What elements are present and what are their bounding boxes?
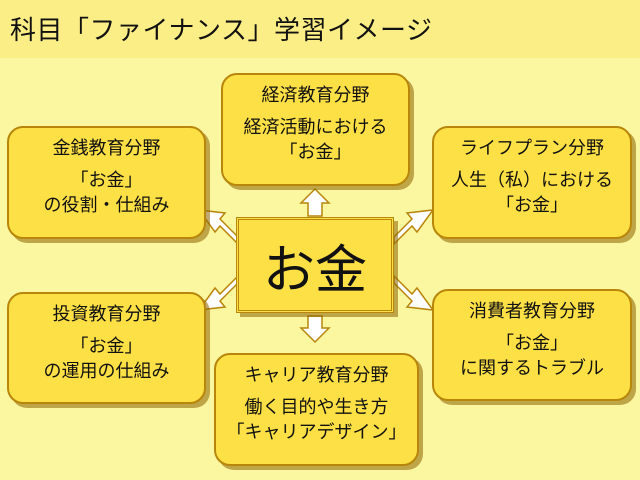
node-desc-line: に関するトラブル — [460, 358, 604, 379]
node-career: キャリア教育分野 働く目的や生き方 「キャリアデザイン」 — [214, 353, 419, 466]
node-desc-line: 経済活動における — [243, 117, 388, 138]
node-area: ライフプラン分野 — [460, 138, 604, 159]
node-economics: 経済教育分野 経済活動における 「お金」 — [221, 73, 410, 186]
node-desc-line: 「お金」 — [496, 195, 568, 216]
node-desc-line: 「お金」 — [70, 336, 143, 357]
node-desc-line: の運用の仕組み — [43, 361, 170, 382]
node-area: キャリア教育分野 — [244, 365, 389, 386]
node-area: 消費者教育分野 — [469, 301, 595, 322]
node-desc-line: 働く目的や生き方 — [244, 397, 389, 418]
arrow-down — [299, 315, 331, 344]
arrow-upper-right — [393, 209, 435, 246]
node-consumer: 消費者教育分野 「お金」 に関するトラブル — [432, 289, 632, 401]
node-life-plan: ライフプラン分野 人生（私）における 「お金」 — [432, 126, 632, 239]
center-box: お金 — [236, 217, 394, 313]
arrow-upper-left — [197, 209, 239, 246]
node-area: 金銭教育分野 — [52, 138, 161, 159]
node-desc-line: 人生（私）における — [451, 170, 613, 191]
node-area: 投資教育分野 — [52, 304, 161, 325]
node-area: 経済教育分野 — [261, 85, 370, 106]
center-label: お金 — [262, 240, 367, 301]
arrow-lower-left — [197, 274, 239, 311]
node-desc-line: 「お金」 — [496, 333, 568, 354]
node-desc-line: 「キャリアデザイン」 — [226, 422, 407, 443]
node-desc-line: 「お金」 — [279, 142, 352, 163]
node-desc-line: 「お金」 — [70, 170, 143, 191]
title-bar: 科目「ファイナンス」学習イメージ — [0, 0, 640, 58]
node-money-education: 金銭教育分野 「お金」 の役割・仕組み — [7, 126, 206, 239]
node-desc-line: の役割・仕組み — [43, 195, 170, 216]
arrow-lower-right — [393, 274, 435, 311]
node-investment: 投資教育分野 「お金」 の運用の仕組み — [7, 292, 206, 404]
page-title: 科目「ファイナンス」学習イメージ — [10, 16, 433, 46]
arrow-up — [299, 187, 331, 217]
